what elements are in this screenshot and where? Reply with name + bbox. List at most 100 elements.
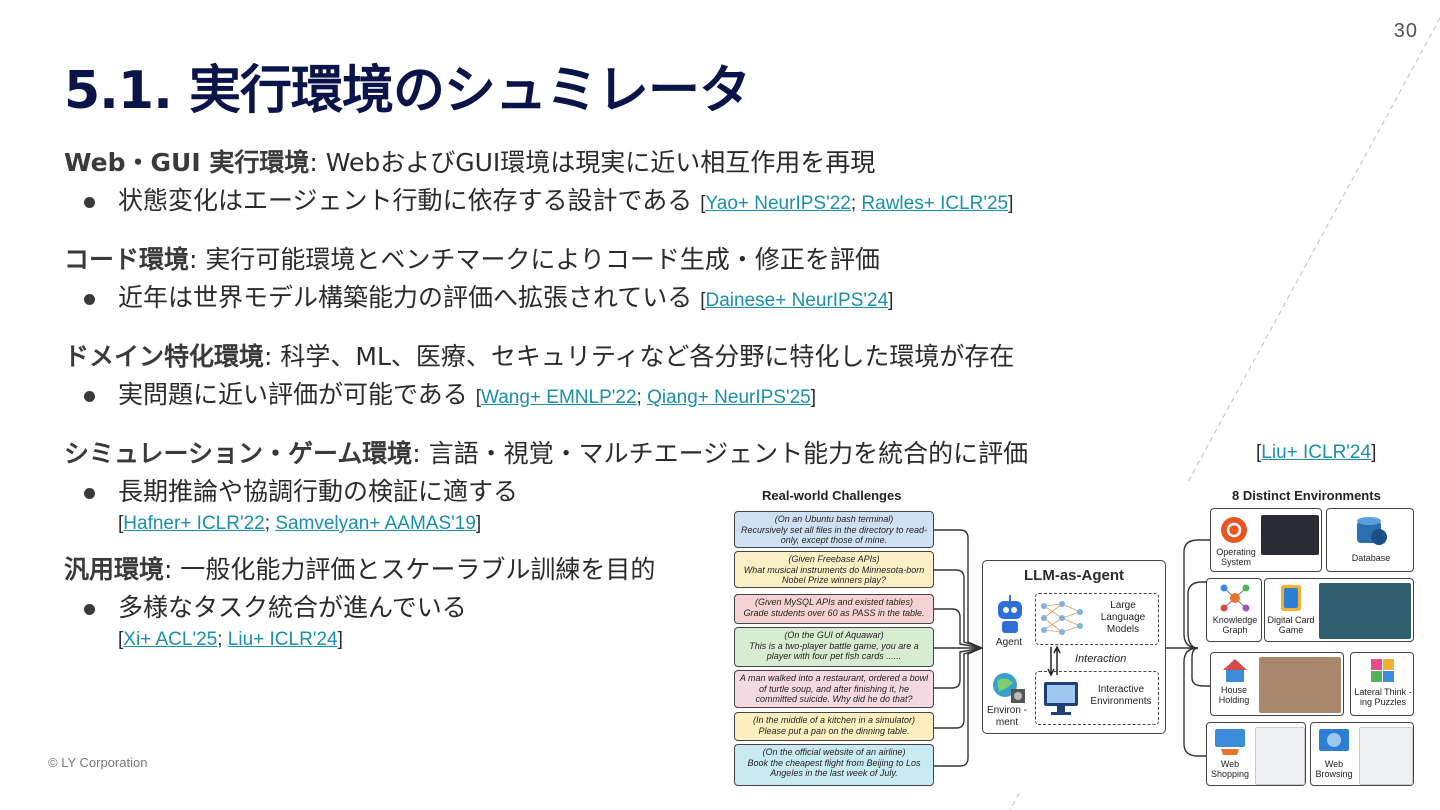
env-label: Operating System xyxy=(1216,547,1256,567)
challenge-box: (On the GUI of Aquawar)This is a two-pla… xyxy=(734,627,934,667)
challenge-box: (Given MySQL APIs and existed tables)Gra… xyxy=(734,594,934,624)
citation: [Wang+ EMNLP'22; Qiang+ NeurIPS'25] xyxy=(475,387,817,408)
env-digital-card-game: Digital Card Game xyxy=(1264,578,1414,642)
llm-label: Large Language Models xyxy=(1100,600,1146,635)
citation: [Dainese+ NeurIPS'24] xyxy=(700,290,894,311)
llm-as-agent-box: LLM-as-Agent Agent Large Language Models… xyxy=(982,560,1166,734)
challenge-box: A man walked into a restaurant, ordered … xyxy=(734,670,934,708)
llm-as-agent-title: LLM-as-Agent xyxy=(1024,567,1124,584)
bullet-text: 近年は世界モデル構築能力の評価へ拡張されている xyxy=(118,283,693,312)
env-label: Digital Card Game xyxy=(1267,615,1315,635)
env-label: House Holding xyxy=(1218,685,1250,705)
section-text: : 実行可能環境とベンチマークによりコード生成・修正を評価 xyxy=(189,245,880,274)
citation-link[interactable]: Liu+ ICLR'24 xyxy=(1261,442,1372,463)
environment-icon xyxy=(993,673,1025,703)
env-knowledge-graph: Knowledge Graph xyxy=(1206,578,1262,642)
env-web-browsing: Web Browsing xyxy=(1310,722,1414,786)
game-screenshot xyxy=(1319,583,1411,639)
environment-dashed-box: Interactive Environments xyxy=(1035,671,1159,725)
citation-link[interactable]: Wang+ EMNLP'22 xyxy=(481,387,637,408)
citation-link[interactable]: Yao+ NeurIPS'22 xyxy=(705,193,851,214)
card-icon xyxy=(1281,585,1301,611)
section-heading-simulation: シミュレーション・ゲーム環境: 言語・視覚・マルチエージェント能力を統合的に評価 xyxy=(64,437,1134,471)
bullet-item: 状態変化はエージェント行動に依存する設計である [Yao+ NeurIPS'22… xyxy=(64,184,1134,221)
bullet-dot-icon xyxy=(84,604,95,615)
citation: [Yao+ NeurIPS'22; Rawles+ ICLR'25] xyxy=(700,193,1014,214)
right-heading: 8 Distinct Environments xyxy=(1232,488,1381,503)
browser-icon xyxy=(1319,729,1349,751)
ubuntu-icon xyxy=(1221,517,1247,543)
section-label: Web・GUI 実行環境 xyxy=(64,148,310,177)
env-database: Database xyxy=(1326,508,1414,572)
content-body: Web・GUI 実行環境: WebおよびGUI環境は現実に近い相互作用を再現 状… xyxy=(64,146,1134,655)
bullet-item: 実問題に近い評価が可能である [Wang+ EMNLP'22; Qiang+ N… xyxy=(64,378,1134,415)
env-web-shopping: Web Shopping xyxy=(1206,722,1306,786)
agent-label: Agent xyxy=(995,637,1023,648)
footer-copyright: © LY Corporation xyxy=(48,755,148,770)
citation: [Xi+ ACL'25; Liu+ ICLR'24] xyxy=(118,629,343,650)
section-label: コード環境 xyxy=(64,245,190,274)
env-label: Knowledge Graph xyxy=(1212,615,1258,635)
section-text: : 一般化能力評価とスケーラブル訓練を目的 xyxy=(164,555,656,584)
env-label: Database xyxy=(1351,553,1391,563)
citation-link[interactable]: Dainese+ NeurIPS'24 xyxy=(705,290,889,311)
neural-network-icon xyxy=(1041,601,1083,635)
bullet-item: 近年は世界モデル構築能力の評価へ拡張されている [Dainese+ NeurIP… xyxy=(64,281,1134,318)
section-text: : 言語・視覚・マルチエージェント能力を統合的に評価 xyxy=(412,439,1029,468)
left-heading: Real-world Challenges xyxy=(762,488,902,503)
knowledge-graph-icon xyxy=(1220,584,1250,612)
bullet-text: 状態変化はエージェント行動に依存する設計である xyxy=(118,186,693,215)
section-label: ドメイン特化環境 xyxy=(64,342,265,371)
bullet-text: 長期推論や協調行動の検証に適する xyxy=(118,477,519,506)
env-operating-system: Operating System xyxy=(1210,508,1322,572)
citation-link[interactable]: Qiang+ NeurIPS'25 xyxy=(647,387,811,408)
challenge-box: (On an Ubuntu bash terminal)Recursively … xyxy=(734,511,934,548)
environment-label: Environ -ment xyxy=(987,705,1028,728)
page-title: 5.1. 実行環境のシュミレータ xyxy=(64,61,751,121)
bullet-dot-icon xyxy=(84,391,95,402)
section-text: : 科学、ML、医療、セキュリティなど各分野に特化した環境が存在 xyxy=(264,342,1015,371)
section-heading-domain: ドメイン特化環境: 科学、ML、医療、セキュリティなど各分野に特化した環境が存在 xyxy=(64,340,1134,374)
env-label: Web Browsing xyxy=(1315,759,1353,779)
env-house-holding: House Holding xyxy=(1210,652,1344,716)
citation-link[interactable]: Samvelyan+ AAMAS'19 xyxy=(275,513,476,534)
shop-screenshot xyxy=(1255,727,1305,785)
challenge-box: (On the official website of an airline)B… xyxy=(734,744,934,786)
llm-dashed-box: Large Language Models xyxy=(1035,593,1159,645)
bullet-item: 長期推論や協調行動の検証に適する xyxy=(64,475,1134,509)
database-icon xyxy=(1357,517,1387,545)
env-lateral-thinking-puzzles: Lateral Think -ing Puzzles xyxy=(1350,652,1414,716)
house-icon xyxy=(1223,659,1247,682)
section-heading-web-gui: Web・GUI 実行環境: WebおよびGUI環境は現実に近い相互作用を再現 xyxy=(64,146,1134,180)
section-text: : WebおよびGUI環境は現実に近い相互作用を再現 xyxy=(309,148,876,177)
citation-link[interactable]: Liu+ ICLR'24 xyxy=(227,629,338,650)
citation: [Hafner+ ICLR'22; Samvelyan+ AAMAS'19] xyxy=(118,513,482,534)
agentbench-figure: Real-world Challenges 8 Distinct Environ… xyxy=(728,482,1416,792)
interactive-env-label: Interactive Environments xyxy=(1090,684,1152,707)
figure-citation: [Liu+ ICLR'24] xyxy=(1256,442,1377,463)
challenge-box: (In the middle of a kitchen in a simulat… xyxy=(734,712,934,741)
challenge-box: (Given Freebase APIs)What musical instru… xyxy=(734,551,934,588)
interaction-label: Interaction xyxy=(1075,653,1127,665)
terminal-screenshot xyxy=(1261,515,1319,555)
section-label: シミュレーション・ゲーム環境 xyxy=(64,439,413,468)
puzzle-icon xyxy=(1371,659,1394,682)
citation-link[interactable]: Xi+ ACL'25 xyxy=(123,629,218,650)
web-screenshot xyxy=(1359,727,1413,785)
citation-link[interactable]: Hafner+ ICLR'22 xyxy=(123,513,265,534)
bullet-item: 多様なタスク統合が進んでいる xyxy=(64,591,1134,625)
robot-icon xyxy=(998,595,1022,633)
connector-lines xyxy=(934,529,1210,767)
shopping-icon xyxy=(1215,729,1245,755)
bullet-dot-icon xyxy=(84,294,95,305)
monitor-icon xyxy=(1044,682,1078,715)
bullet-text: 多様なタスク統合が進んでいる xyxy=(118,593,467,622)
section-heading-general: 汎用環境: 一般化能力評価とスケーラブル訓練を目的 xyxy=(64,553,1134,587)
kitchen-screenshot xyxy=(1259,657,1341,713)
section-heading-code: コード環境: 実行可能環境とベンチマークによりコード生成・修正を評価 xyxy=(64,243,1134,277)
bullet-text: 実問題に近い評価が可能である xyxy=(118,380,468,409)
env-label: Lateral Think -ing Puzzles xyxy=(1354,687,1412,707)
citation-link[interactable]: Rawles+ ICLR'25 xyxy=(861,193,1009,214)
section-label: 汎用環境 xyxy=(64,555,165,584)
bullet-dot-icon xyxy=(84,197,95,208)
